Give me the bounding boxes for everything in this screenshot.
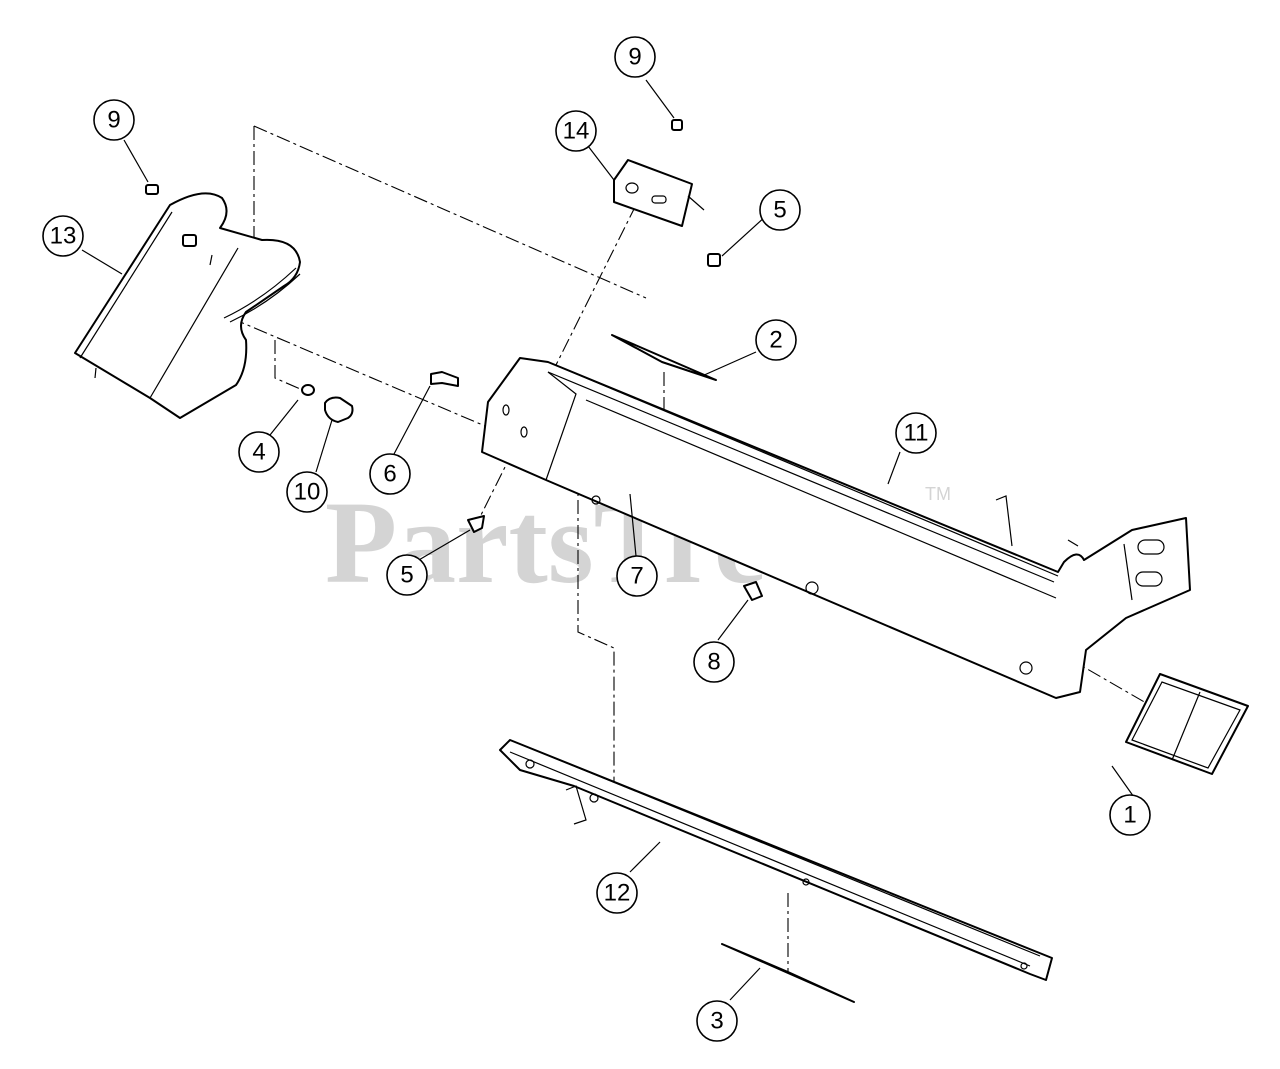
callout-4: 4 (238, 431, 280, 473)
callout-5-upper: 5 (759, 189, 801, 231)
part-14-bracket (613, 159, 705, 227)
callout-11: 11 (895, 412, 937, 454)
callout-9-upper-label: 9 (628, 44, 641, 71)
callout-7-label: 7 (630, 563, 643, 590)
part-12-rail (499, 739, 1053, 981)
callout-1-label: 1 (1123, 802, 1136, 829)
part-13-deflector (74, 192, 301, 419)
callout-9-upper: 9 (614, 36, 656, 78)
leader-lines (81, 79, 1137, 1001)
callout-13-label: 13 (50, 223, 77, 250)
part-3-decal (721, 943, 855, 1003)
callout-5-upper-label: 5 (773, 197, 786, 224)
callout-3: 3 (696, 1000, 738, 1042)
callout-12: 12 (596, 872, 638, 914)
callout-5-lower-label: 5 (400, 562, 413, 589)
callout-11-label: 11 (904, 420, 929, 447)
part-2-decal (611, 334, 717, 381)
callout-9-left: 9 (93, 99, 135, 141)
callout-14-label: 14 (563, 118, 590, 145)
callout-9-left-label: 9 (107, 107, 120, 134)
callout-13: 13 (42, 215, 84, 257)
part-1-pad (1125, 673, 1249, 775)
callout-12-label: 12 (604, 880, 631, 907)
callout-4-label: 4 (252, 439, 265, 466)
callout-10-label: 10 (294, 479, 321, 506)
callout-6-label: 6 (383, 461, 396, 488)
callout-7: 7 (616, 555, 658, 597)
callout-2-label: 2 (769, 327, 782, 354)
callout-8: 8 (693, 641, 735, 683)
callout-1: 1 (1109, 794, 1151, 836)
callout-2: 2 (755, 319, 797, 361)
callout-3-label: 3 (710, 1008, 723, 1035)
callout-10: 10 (286, 471, 328, 513)
part-11-frame (481, 357, 1191, 699)
callouts: 1 2 3 4 5 5 6 7 (42, 36, 1151, 1042)
watermark-trademark: TM (925, 484, 951, 504)
callout-8-label: 8 (707, 649, 720, 676)
callout-14: 14 (555, 110, 597, 152)
callout-5-lower: 5 (386, 554, 428, 596)
callout-6: 6 (369, 453, 411, 495)
